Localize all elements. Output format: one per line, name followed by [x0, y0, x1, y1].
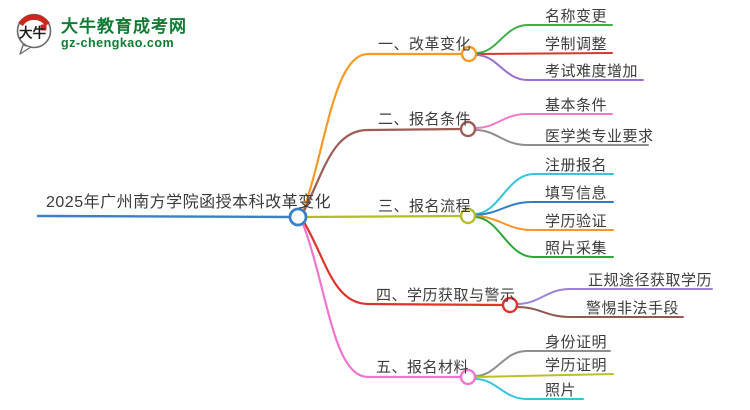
central-underline — [36, 214, 292, 219]
branch-1-node — [460, 45, 478, 63]
branch-3-child-2-edge — [474, 201, 614, 216]
branch-3-child-4-edge — [474, 216, 614, 258]
branch-4-child-1-edge — [516, 288, 713, 305]
logo-brand-text: 大牛教育成考网 — [61, 16, 187, 36]
branch-1-child-2-label: 学制调整 — [545, 36, 608, 53]
branch-5-label: 五、报名材料 — [376, 359, 470, 376]
branch-5-child-2-edge — [474, 373, 614, 378]
branch-4-child-1-label: 正规途径获取学历 — [588, 272, 713, 289]
branch-4-child-2-label: 警惕非法手段 — [586, 300, 680, 317]
branch-1-child-2-edge — [475, 52, 613, 55]
logo-bull-icon: 大牛 — [16, 13, 52, 55]
branch-1-edge — [300, 52, 464, 216]
branch-5-child-1-edge — [474, 350, 611, 377]
branch-2-label: 二、报名条件 — [378, 111, 472, 128]
branch-3-node — [459, 207, 477, 225]
branch-3-child-2-label: 填写信息 — [545, 185, 608, 202]
central-node — [288, 207, 308, 227]
branch-1-child-1-edge — [475, 24, 613, 54]
branch-1-label: 一、改革变化 — [378, 36, 472, 53]
site-logo: 大牛 大牛教育成考网 gz-chengkao.com — [14, 11, 187, 55]
branch-1-child-3-edge — [475, 54, 644, 81]
branch-2-child-1-label: 基本条件 — [545, 97, 608, 114]
branch-5-child-1-label: 身份证明 — [545, 334, 608, 351]
branch-3-child-1-edge — [474, 173, 614, 215]
branch-5-child-2-label: 学历证明 — [545, 357, 608, 374]
branch-2-child-1-edge — [474, 113, 613, 129]
branch-3-edge — [304, 214, 463, 219]
branch-2-child-2-edge — [474, 129, 649, 146]
branch-4-child-2-edge — [516, 306, 684, 318]
branch-3-child-3-label: 学历验证 — [545, 213, 608, 230]
branch-5-child-3-label: 照片 — [545, 382, 577, 399]
branch-4-label: 四、学历获取与警示 — [376, 287, 516, 304]
branch-1-child-3-label: 考试难度增加 — [545, 63, 639, 80]
svg-text:大牛: 大牛 — [19, 25, 46, 41]
branch-3-child-1-label: 注册报名 — [545, 157, 608, 174]
logo-domain-text: gz-chengkao.com — [61, 35, 175, 50]
branch-5-edge — [300, 219, 463, 379]
branch-3-child-3-edge — [474, 215, 614, 231]
branch-3-label: 三、报名流程 — [378, 198, 472, 215]
branch-1-child-1-label: 名称变更 — [545, 8, 608, 25]
branch-5-node — [459, 368, 477, 386]
central-topic-label: 2025年广州南方学院函授本科改革变化 — [46, 194, 332, 211]
branch-2-node — [459, 120, 477, 138]
branch-2-child-2-label: 医学类专业要求 — [545, 128, 654, 145]
branch-4-edge — [300, 217, 505, 307]
branch-3-child-4-label: 照片采集 — [545, 240, 608, 257]
branch-5-child-3-edge — [474, 378, 584, 400]
branch-4-node — [501, 296, 519, 314]
branch-2-edge — [300, 127, 463, 217]
